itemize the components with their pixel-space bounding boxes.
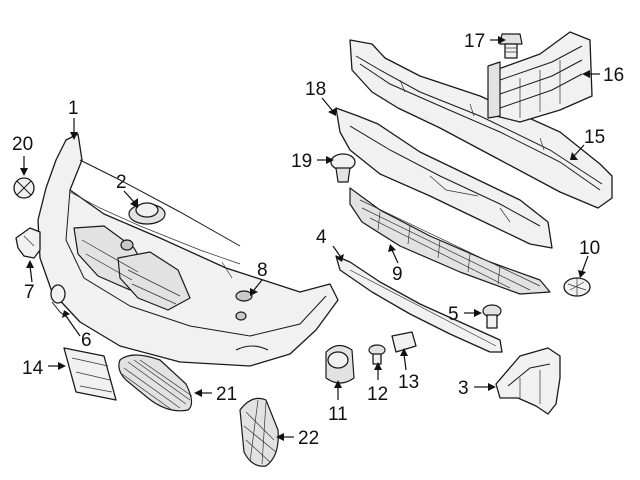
callout-9: 9 — [392, 264, 403, 285]
callout-22: 22 — [298, 428, 319, 449]
absorber-bracket — [487, 31, 593, 123]
callout-21: 21 — [216, 384, 237, 405]
rubber-grommet — [128, 202, 166, 225]
callout-numbers: 1 2 3 4 5 6 7 8 9 10 11 12 13 14 15 16 1… — [12, 31, 624, 449]
speed-nut — [391, 331, 417, 353]
callout-14: 14 — [22, 358, 44, 379]
callout-7: 7 — [24, 282, 35, 303]
callout-4: 4 — [316, 227, 327, 248]
callout-15: 15 — [584, 127, 605, 148]
callout-10: 10 — [579, 238, 600, 259]
callout-6: 6 — [81, 330, 92, 351]
roundel-emblem — [13, 177, 35, 199]
front-bumper-cover — [37, 133, 339, 367]
callout-19: 19 — [291, 151, 312, 172]
small-side-bracket — [15, 227, 41, 259]
hole-plug — [235, 290, 253, 302]
push-clip — [330, 153, 356, 183]
callout-17: 17 — [464, 31, 485, 52]
kidney-grille — [118, 354, 193, 412]
callout-16: 16 — [603, 65, 624, 86]
center-grille-mesh — [349, 187, 551, 295]
leader-lines — [20, 36, 600, 441]
callout-5: 5 — [448, 304, 459, 325]
license-plate-bracket — [63, 347, 117, 401]
callout-13: 13 — [398, 372, 419, 393]
callout-11: 11 — [328, 404, 348, 425]
callout-8: 8 — [257, 260, 268, 281]
callout-2: 2 — [116, 172, 127, 193]
side-mount-bracket — [495, 347, 561, 415]
hex-bolt — [499, 33, 523, 59]
screw — [482, 304, 502, 329]
callout-20: 20 — [12, 134, 33, 155]
fog-lamp-grille — [239, 397, 279, 467]
self-tapping-screw — [368, 344, 386, 365]
spacer-cap — [325, 344, 355, 384]
round-grommet — [563, 277, 591, 297]
callout-3: 3 — [458, 378, 469, 399]
callout-12: 12 — [367, 384, 388, 405]
bumper-support-bracket — [335, 107, 553, 249]
lower-trim-strip — [335, 255, 503, 353]
callout-1: 1 — [68, 98, 79, 119]
bumper-reinforcement-bar — [349, 39, 613, 209]
callout-18: 18 — [305, 79, 326, 100]
